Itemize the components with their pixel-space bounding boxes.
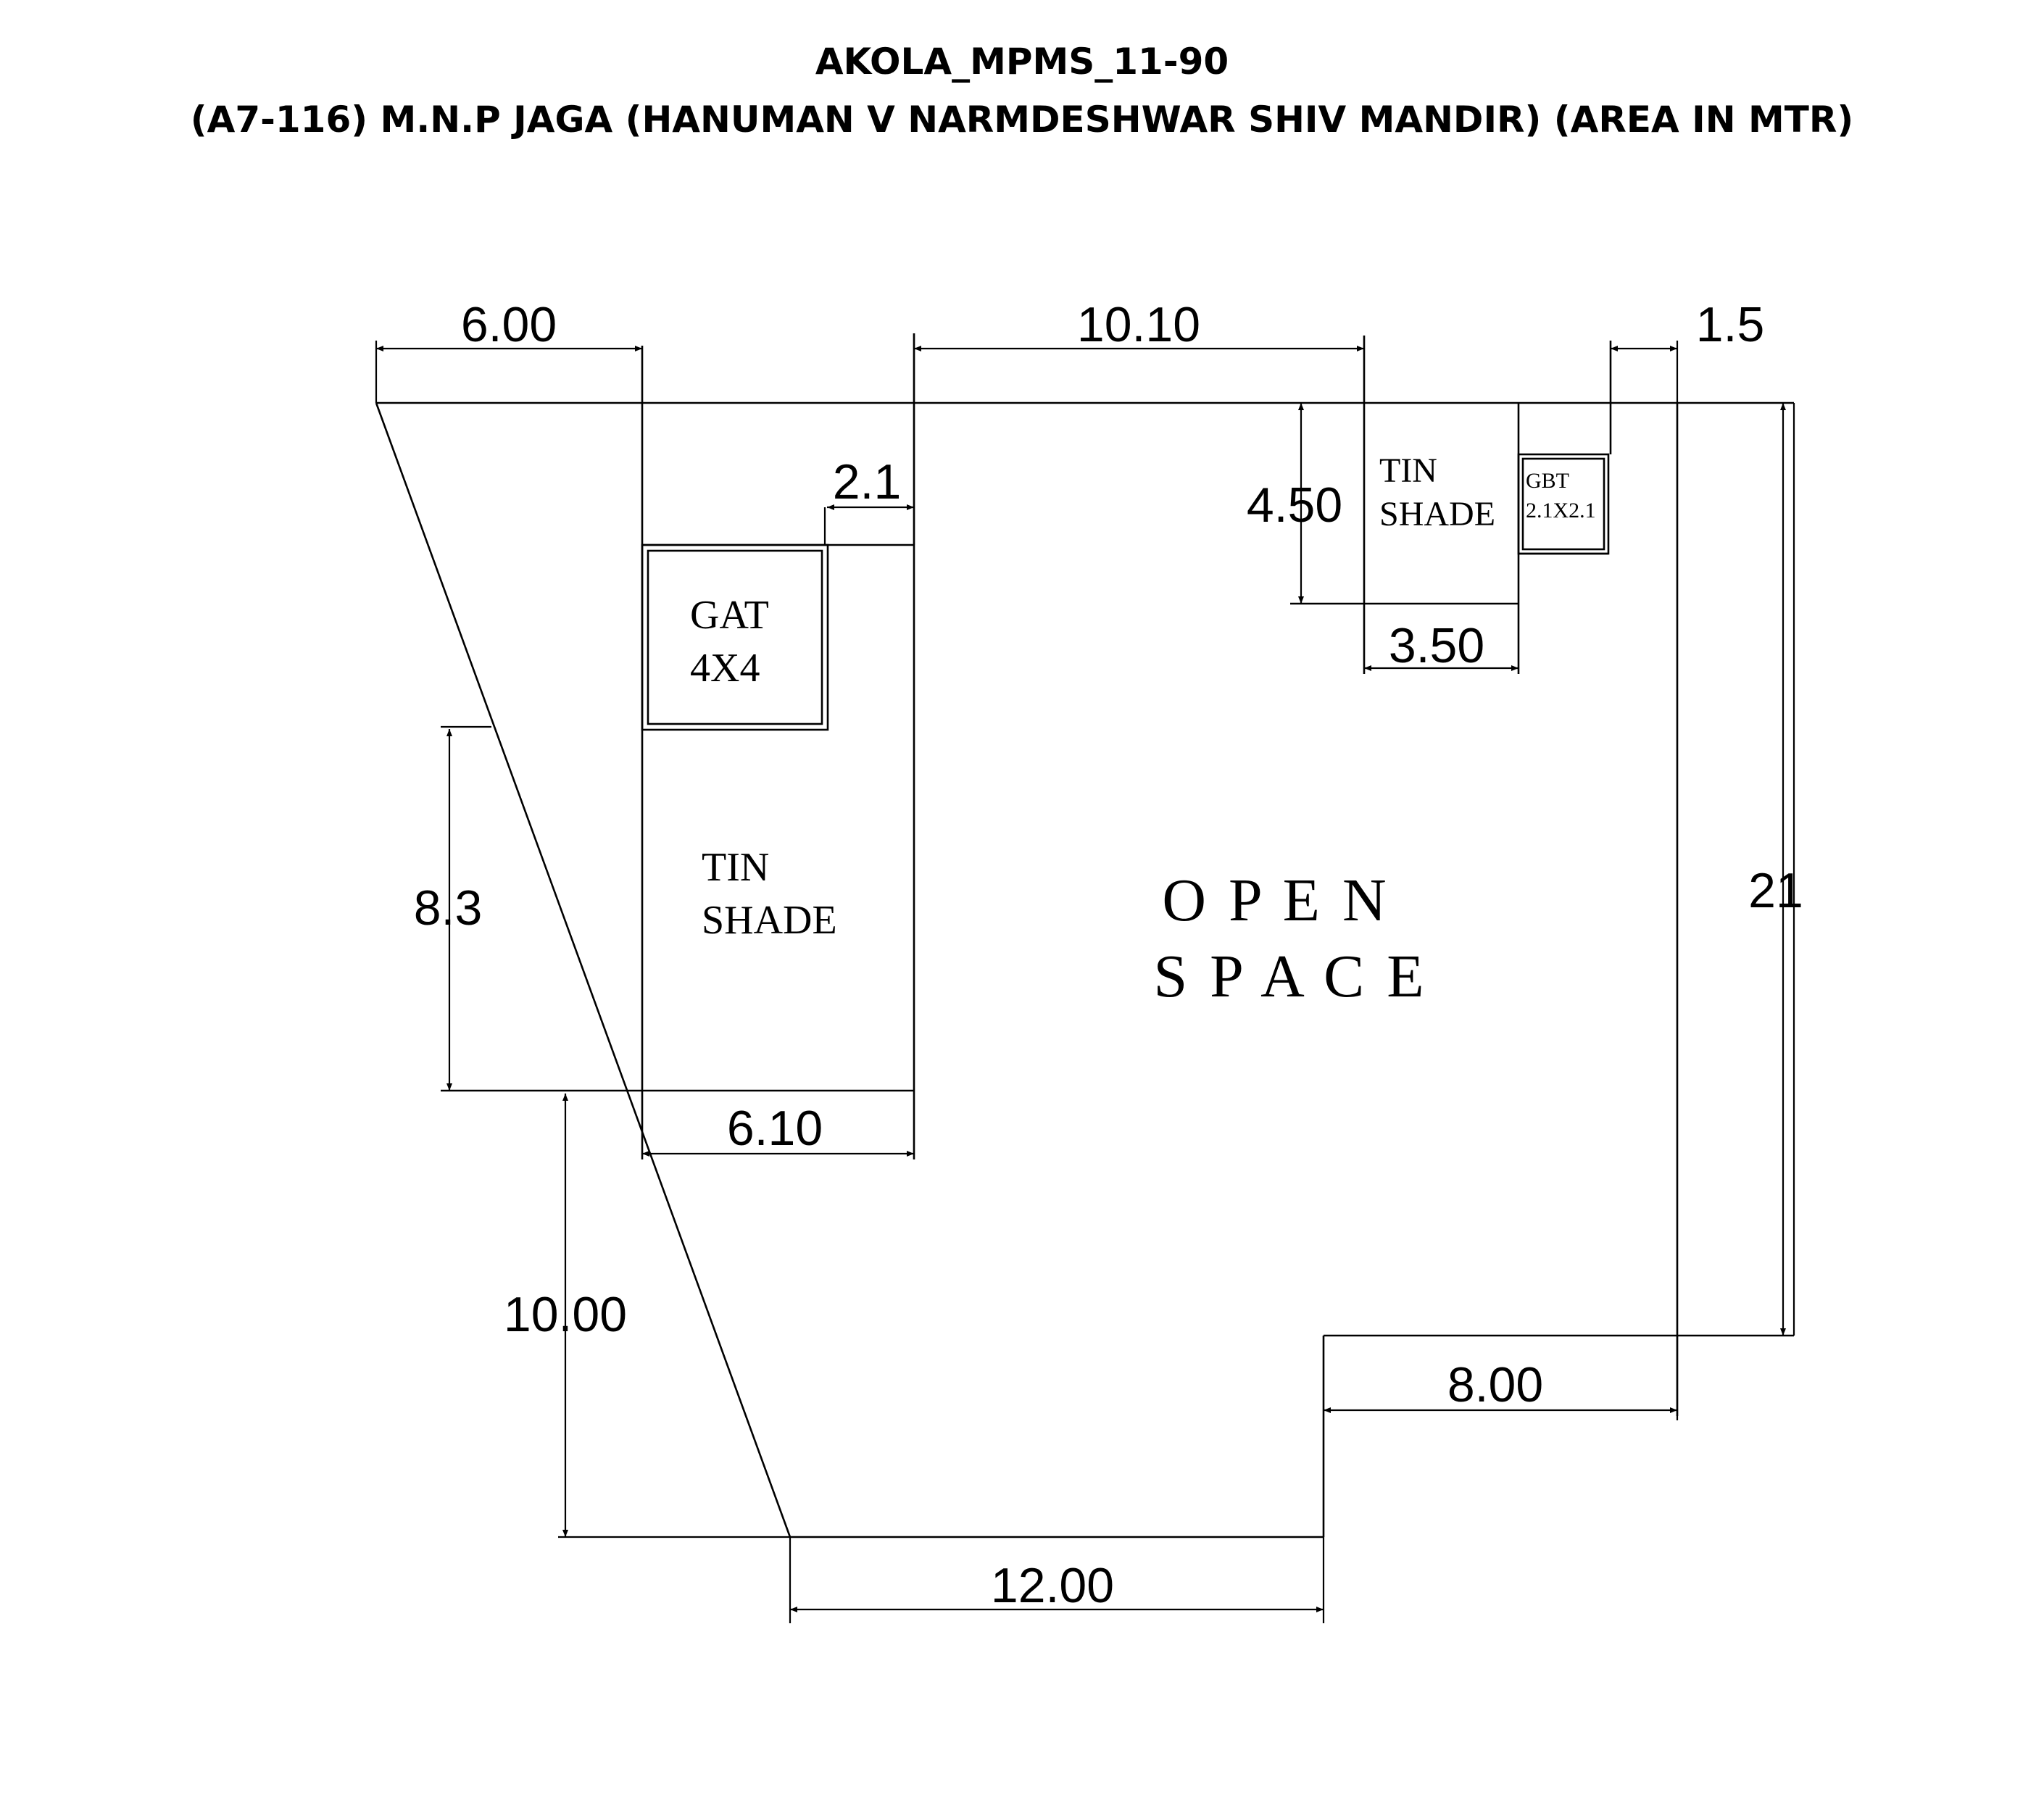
dimension-arrows xyxy=(376,346,1786,1612)
dim-tin-shade-left-width-label: 6.10 xyxy=(727,1101,823,1156)
dim-step-width-label: 8.00 xyxy=(1447,1357,1543,1412)
dim-tin-shade-right-width-label: 3.50 xyxy=(1389,618,1484,673)
gbt-box xyxy=(1517,341,1612,555)
extension-lines xyxy=(375,333,1795,1623)
open-space-label-line1: O P E N xyxy=(1162,867,1386,934)
dim-right-height-label: 21 xyxy=(1748,863,1803,918)
tin-shade-left-label-line2: SHADE xyxy=(702,898,837,943)
dim-tin-shade-right-height-label: 4.50 xyxy=(1247,478,1342,533)
dim-bottom-width-label: 12.00 xyxy=(991,1558,1114,1613)
tin-shade-right-label-line2: SHADE xyxy=(1379,495,1495,533)
gat-box xyxy=(641,544,829,731)
drawing-title: AKOLA_MPMS_11-90 xyxy=(815,41,1229,83)
tin-shade-right-label-line1: TIN xyxy=(1379,451,1437,490)
tin-shade-left-label-line1: TIN xyxy=(702,845,769,890)
plot-boundary xyxy=(375,401,1794,1538)
dim-left-lower-height-label: 10.00 xyxy=(504,1287,627,1342)
dim-top-left-label: 6.00 xyxy=(461,297,557,352)
gat-label-line1: GAT xyxy=(690,593,769,638)
gat-label-line2: 4X4 xyxy=(690,646,760,691)
gbt-label-line1: GBT xyxy=(1526,469,1569,493)
open-space-label-line2: S P A C E xyxy=(1153,943,1424,1010)
dim-gat-offset-label: 2.1 xyxy=(833,454,902,509)
dim-left-height-label: 8.3 xyxy=(414,880,483,936)
dim-top-middle-label: 10.10 xyxy=(1077,297,1200,352)
drawing-subtitle: (A7-116) M.N.P JAGA (HANUMAN V NARMDESHW… xyxy=(191,99,1853,141)
dim-top-right-label: 1.5 xyxy=(1696,297,1765,352)
gbt-label-line2: 2.1X2.1 xyxy=(1526,499,1596,522)
